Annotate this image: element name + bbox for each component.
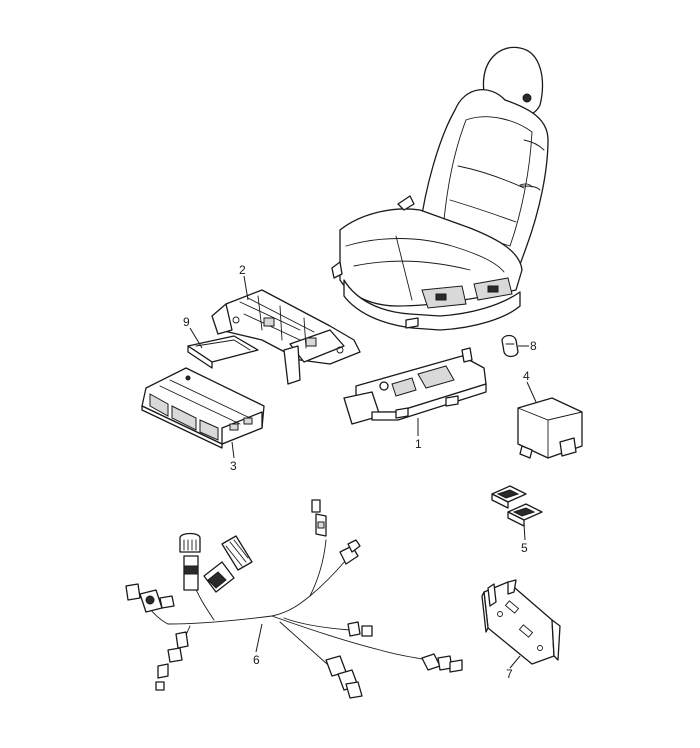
cap (501, 334, 519, 358)
seat-frame-bracket (211, 289, 361, 385)
cover-plate (187, 335, 259, 369)
callout-9: 9 (183, 315, 190, 329)
callout-6: 6 (253, 653, 260, 667)
seat-control-switch (343, 347, 487, 425)
callout-4: 4 (523, 369, 530, 383)
control-unit (141, 367, 265, 449)
callout-2: 2 (239, 263, 246, 277)
callout-3: 3 (230, 459, 237, 473)
callout-1: 1 (415, 437, 422, 451)
callout-8: 8 (530, 339, 537, 353)
mounting-bracket (481, 579, 561, 665)
callout-leaders (189, 275, 537, 669)
callout-5: 5 (521, 541, 528, 555)
car-seat (331, 46, 549, 331)
callout-7: 7 (506, 667, 513, 681)
relay (517, 397, 583, 459)
clips (491, 485, 543, 527)
wiring-harness (125, 499, 463, 699)
callout-labels: 1 2 3 4 5 6 7 8 9 (183, 263, 537, 681)
